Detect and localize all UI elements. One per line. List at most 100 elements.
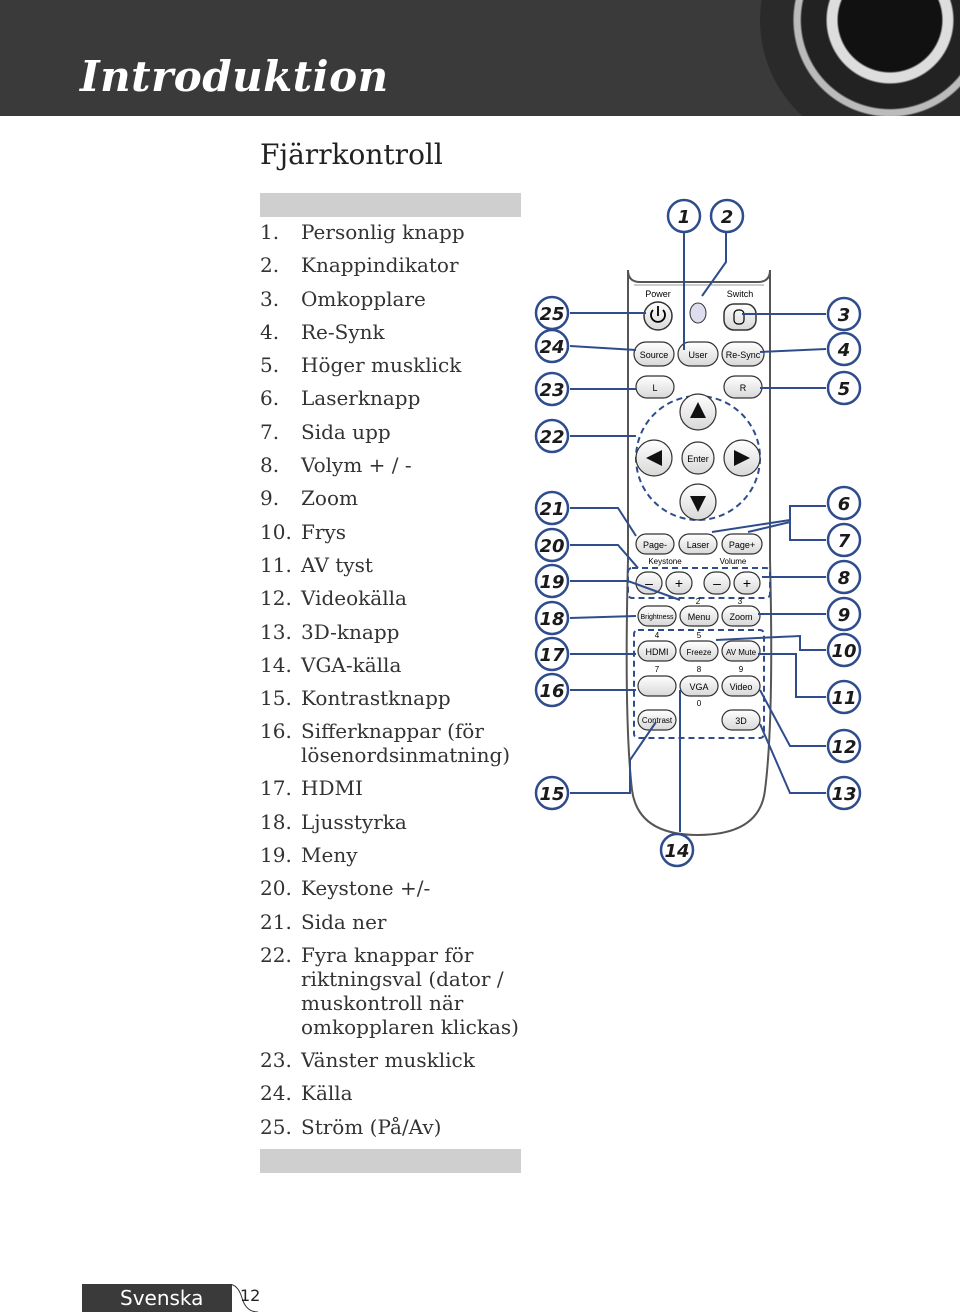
callout-20: 20 bbox=[539, 536, 564, 557]
item-text: Zoom bbox=[301, 486, 358, 511]
video-label: Video bbox=[730, 682, 753, 692]
page-down-button[interactable] bbox=[635, 533, 675, 555]
menu-label: Menu bbox=[688, 612, 711, 622]
blank-button[interactable] bbox=[637, 675, 677, 697]
item-number: 4. bbox=[260, 319, 280, 344]
callout-17-badge bbox=[534, 636, 570, 672]
callout-21-badge bbox=[534, 490, 570, 526]
item-number: 13. bbox=[260, 619, 292, 644]
digit-8-label: 8 bbox=[697, 665, 702, 674]
list-item: 17.HDMI bbox=[260, 776, 530, 800]
switch-button[interactable] bbox=[723, 303, 757, 331]
callout-6: 6 bbox=[838, 494, 851, 515]
freeze-label: Freeze bbox=[687, 648, 712, 657]
volume-plus-button[interactable] bbox=[733, 571, 761, 595]
item-number: 17. bbox=[260, 776, 292, 801]
volume-label: Volume bbox=[720, 557, 747, 566]
keystone-volume-highlight bbox=[627, 567, 771, 599]
footer-language: Svenska bbox=[120, 1286, 204, 1310]
source-label: Source bbox=[640, 350, 669, 360]
list-item: 4.Re-Synk bbox=[260, 320, 530, 344]
left-click-button[interactable] bbox=[635, 375, 675, 399]
list-item: 25. Ström (På/Av) bbox=[260, 1115, 530, 1139]
remote-parts-list: 1.Personlig knapp 2.Knappindikator 3.Omk… bbox=[260, 220, 530, 1148]
laser-label: Laser bbox=[687, 540, 710, 550]
zoom-button[interactable] bbox=[721, 605, 761, 627]
item-number: 11. bbox=[260, 552, 292, 577]
list-item: 16.Sifferknappar (för lösenordsinmatning… bbox=[260, 719, 530, 767]
item-text: Höger musklick bbox=[301, 353, 462, 378]
list-item: 14.VGA-källa bbox=[260, 653, 530, 677]
top-divider-bar bbox=[260, 193, 521, 217]
volume-plus-label: + bbox=[743, 575, 751, 591]
callout-8-badge bbox=[826, 559, 862, 595]
source-button[interactable] bbox=[633, 341, 675, 367]
switch-label: Switch bbox=[727, 289, 754, 299]
contrast-button[interactable] bbox=[637, 709, 677, 731]
item-number: 22. bbox=[260, 942, 292, 967]
menu-button[interactable] bbox=[679, 605, 719, 627]
vga-button[interactable] bbox=[679, 675, 719, 697]
callout-23: 23 bbox=[539, 380, 564, 401]
video-button[interactable] bbox=[721, 675, 761, 697]
list-item: 2. Knappindikator bbox=[260, 253, 530, 277]
3d-button[interactable] bbox=[721, 709, 761, 731]
page-up-button[interactable] bbox=[721, 533, 763, 555]
digit-5-label: 5 bbox=[697, 631, 702, 640]
freeze-button[interactable] bbox=[679, 640, 719, 662]
item-number: 16. bbox=[260, 719, 292, 744]
resync-button[interactable] bbox=[721, 341, 765, 367]
keystone-plus-button[interactable] bbox=[665, 571, 693, 595]
down-arrow-icon bbox=[690, 496, 706, 512]
item-text: Knappindikator bbox=[301, 253, 459, 278]
item-text: AV tyst bbox=[301, 552, 373, 577]
brightness-button[interactable] bbox=[637, 605, 677, 627]
volume-minus-button[interactable] bbox=[703, 571, 731, 595]
item-number: 5. bbox=[260, 353, 280, 378]
page-down-label: Page- bbox=[643, 540, 667, 550]
callout-17: 17 bbox=[539, 645, 565, 666]
item-text: Keystone +/- bbox=[301, 876, 431, 901]
item-text: Ström (På/Av) bbox=[301, 1114, 442, 1139]
item-number: 18. bbox=[260, 809, 292, 834]
callout-9-badge bbox=[826, 596, 862, 632]
item-number: 10. bbox=[260, 519, 292, 544]
left-arrow-icon bbox=[646, 450, 662, 466]
av-mute-label: AV Mute bbox=[726, 648, 757, 657]
enter-button[interactable] bbox=[681, 441, 715, 475]
item-number: 2. bbox=[260, 253, 280, 278]
callout-25: 25 bbox=[539, 304, 564, 325]
item-number: 8. bbox=[260, 453, 280, 478]
item-number: 25. bbox=[260, 1114, 292, 1139]
hdmi-button[interactable] bbox=[637, 640, 677, 662]
list-item: 5. Höger musklick bbox=[260, 353, 530, 377]
laser-button[interactable] bbox=[678, 533, 718, 555]
callout-25-badge bbox=[534, 295, 570, 331]
item-text: Sida upp bbox=[301, 419, 391, 444]
callout-11: 11 bbox=[831, 688, 856, 709]
digit-2-label: 2 bbox=[696, 597, 701, 606]
list-item: 18. Ljusstyrka bbox=[260, 810, 530, 834]
brightness-label: Brightness bbox=[640, 614, 674, 621]
item-text: Laserknapp bbox=[301, 386, 421, 411]
callout-24: 24 bbox=[539, 337, 564, 358]
page-header: Introduktion bbox=[0, 0, 960, 116]
av-mute-button[interactable] bbox=[721, 640, 761, 662]
callout-21: 21 bbox=[539, 499, 564, 520]
callout-2-badge bbox=[709, 198, 745, 234]
callout-13: 13 bbox=[831, 784, 856, 805]
digit-7-label: 7 bbox=[655, 665, 660, 674]
callout-leader-lines bbox=[569, 232, 827, 832]
callout-12-badge bbox=[826, 728, 862, 764]
item-number: 12. bbox=[260, 586, 292, 611]
right-click-label: R bbox=[740, 383, 747, 393]
item-text: Fyra knappar för riktningsval (dator / m… bbox=[301, 942, 519, 1039]
callout-23-badge bbox=[534, 371, 570, 407]
user-button[interactable] bbox=[677, 341, 719, 367]
callout-3: 3 bbox=[838, 305, 851, 326]
resync-label: Re-Sync bbox=[726, 350, 761, 360]
callout-4-badge bbox=[826, 331, 862, 367]
item-text: Ljusstyrka bbox=[301, 809, 407, 834]
callout-badges bbox=[534, 198, 862, 868]
projector-lens-graphic bbox=[760, 0, 960, 116]
